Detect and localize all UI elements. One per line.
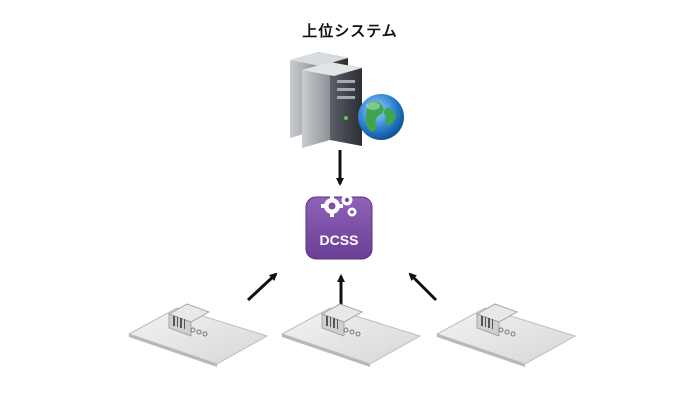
arrow-device3-to-dcss xyxy=(408,272,438,302)
device-1 xyxy=(127,303,269,367)
label-printer-icon xyxy=(435,303,577,367)
device-3 xyxy=(435,303,577,367)
label-printer-icon xyxy=(280,303,422,367)
host-system-title: 上位システム xyxy=(302,22,398,40)
dcss-label: DCSS xyxy=(319,232,359,248)
device-2 xyxy=(280,303,422,367)
label-printer-icon xyxy=(127,303,269,367)
dcss-hub xyxy=(305,194,373,260)
arrow-device1-to-dcss xyxy=(246,272,278,302)
gears-icon xyxy=(321,194,357,217)
globe-icon xyxy=(358,94,404,140)
server-globe-icon xyxy=(290,52,404,148)
